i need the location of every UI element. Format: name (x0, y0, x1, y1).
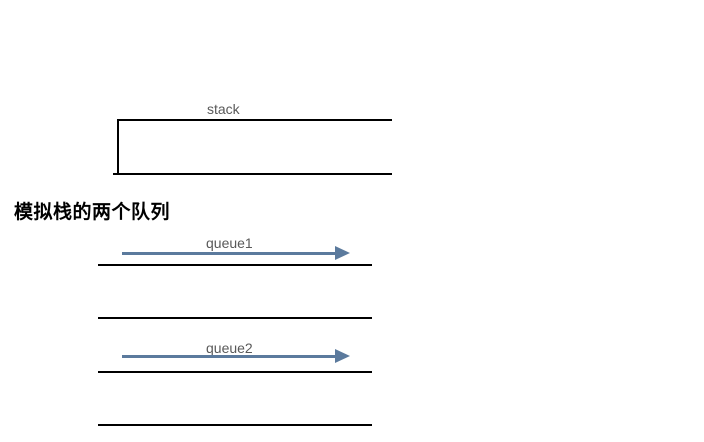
queue1-label: queue1 (206, 235, 253, 251)
queue2-arrow-right-icon (122, 349, 350, 363)
queue1-arrow-right-icon (122, 246, 350, 260)
stack-label: stack (207, 101, 240, 117)
queue2-lower-rail (98, 424, 372, 426)
section-heading: 模拟栈的两个队列 (14, 202, 171, 223)
arrow-head (335, 246, 350, 260)
arrow-head (335, 349, 350, 363)
stack-left-border (117, 120, 119, 173)
arrow-shaft (122, 355, 335, 358)
queue1-lower-rail (98, 317, 372, 319)
arrow-shaft (122, 252, 335, 255)
queue2-label: queue2 (206, 340, 253, 356)
stack-top-border (117, 119, 392, 121)
queue2-upper-rail (98, 371, 372, 373)
queue1-upper-rail (98, 264, 372, 266)
stack-bottom-border (113, 173, 392, 175)
